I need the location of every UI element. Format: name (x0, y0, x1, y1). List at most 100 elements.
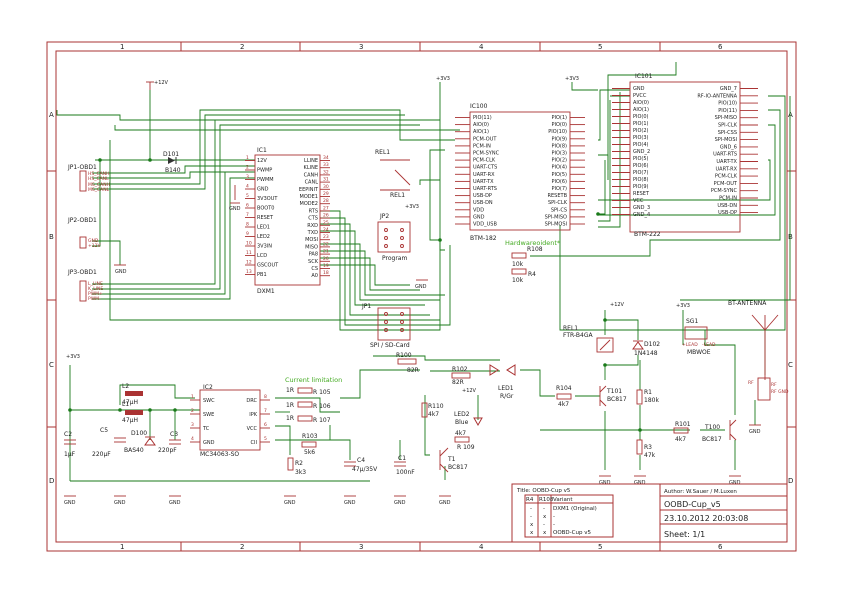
ic1-value: DXM1 (257, 288, 275, 295)
ic2-pin-label: GND (203, 440, 215, 446)
svg-text:REL1: REL1 (563, 325, 578, 332)
ic1-pin-number: 29 (323, 191, 329, 197)
svg-text:Program: Program (382, 255, 407, 262)
drawing-frame: 1 2 3 4 5 6 1 2 3 4 5 6 A B C D A B C D (46, 41, 797, 552)
d101-diode: D101 B140 (163, 151, 181, 174)
l2-inductor: L2 47µH (122, 383, 143, 406)
svg-text:1R: 1R (286, 402, 294, 409)
svg-text:-: - (543, 506, 545, 512)
ic101-ref: IC101 (635, 73, 653, 80)
svg-text:1N4148: 1N4148 (634, 350, 658, 357)
plus3v3-supply: +3V3 (405, 204, 419, 210)
ic101-pin-label: PIO(11) (718, 108, 737, 114)
ic1-pin-label: TXD (307, 230, 318, 236)
bt-antenna: BT-ANTENNA RF RF RF GND (728, 300, 789, 401)
svg-text:220pF: 220pF (158, 447, 177, 454)
svg-text:4k7: 4k7 (675, 436, 686, 443)
ic1-pin-label: CTS (308, 216, 318, 222)
ic100-btm182: +3V3 IC100 BTM-182 PIO(11)AIO(0)AIO(1)PC… (436, 76, 585, 247)
ic101-pin-label: PIO(6) (633, 163, 649, 169)
c5-capacitor: C5 220µF (92, 427, 126, 458)
gnd-symbol: GND (439, 495, 451, 506)
plus12v-supply: +12V (462, 388, 477, 394)
svg-text:T100: T100 (704, 424, 720, 431)
svg-text:R101: R101 (675, 421, 691, 428)
svg-text:GND: GND (169, 500, 181, 506)
svg-text:R 105: R 105 (313, 389, 331, 396)
title-text: Title: OOBD-Cup v5 (516, 488, 571, 494)
ic1-pin-number: 13 (246, 269, 252, 275)
ic100-pin-label: PCM-CLK (473, 158, 496, 164)
t101-transistor: T101 BC817 (599, 385, 627, 407)
ic1-pin-number: 30 (323, 184, 329, 190)
svg-text:R1: R1 (644, 389, 652, 396)
r100-resistor: R100 82R (396, 352, 419, 374)
ic1-pin-number: 28 (323, 198, 329, 204)
ic1-pin-label: LLINE (304, 158, 318, 164)
ic101-pin-label: RESET (633, 191, 650, 197)
jp3-obd-connector: JP3-OBD1 L_LINE K_LINE PWM+ PWM- (67, 269, 103, 302)
ic100-pin-label: PIO(9) (551, 136, 567, 142)
t100-transistor: T100 BC817 (702, 419, 737, 443)
gnd-symbol: GND (64, 495, 76, 506)
ic100-pin-label: UART-TX (473, 179, 494, 185)
sg1-buzzer: SG1 +LEAD -LEAD MBWOE (682, 318, 716, 356)
ic100-pin-label: PCM-IN (473, 143, 491, 149)
t1-transistor: T1 BC817 (439, 447, 468, 473)
svg-text:+3V3: +3V3 (676, 303, 690, 309)
ic1-pin-number: 10 (246, 241, 252, 247)
column-label: 4 (479, 43, 484, 51)
ic2-pin-number: 5 (264, 436, 267, 442)
ic1-pin-label: LED2 (257, 234, 270, 240)
ic101-pin-label: GND_3 (633, 205, 650, 211)
ic100-pin-label: GND (473, 214, 485, 220)
ic2-pin-number: 2 (191, 408, 194, 414)
ic1-pin-label: MISO (305, 244, 318, 250)
column-label: 6 (718, 543, 723, 551)
junction-dot (173, 408, 177, 412)
svg-text:D102: D102 (644, 341, 660, 348)
ic101-pin-label: UART-RX (716, 166, 738, 172)
ic101-pin-label: PCM-SYNC (711, 188, 738, 194)
ic1-pin-number: 20 (323, 256, 329, 262)
jp1-obd-connector: JP1-OBD1 HS_CANH HS_CANL MS_CANH MS_CANL (67, 164, 110, 193)
d102-diode: D102 1N4148 (632, 340, 660, 357)
svg-text:4k7: 4k7 (428, 411, 439, 418)
ic2-pin-number: 6 (264, 422, 267, 428)
ic1-pin-number: 3 (246, 174, 249, 180)
plus3v3-supply: +3V3 (565, 76, 579, 82)
ic101-pin-label: GND_6 (720, 144, 737, 150)
svg-text:R4: R4 (526, 497, 534, 503)
svg-text:-: - (553, 514, 555, 520)
ic2-pin-label: CII (251, 440, 257, 446)
svg-text:82R: 82R (407, 367, 419, 374)
d100-diode: D100 BAS40 (124, 430, 156, 454)
svg-text:x: x (543, 530, 547, 536)
svg-text:JP2: JP2 (379, 213, 389, 220)
svg-text:GND: GND (114, 500, 126, 506)
svg-text:4k7: 4k7 (558, 401, 569, 408)
svg-text:RF: RF (748, 380, 754, 386)
ic1-pin-label: A0 (311, 273, 318, 279)
svg-text:GND: GND (115, 269, 127, 275)
gnd-symbol: GND (599, 475, 611, 486)
svg-text:R102: R102 (452, 366, 468, 373)
ic1-pin-number: 2 (246, 165, 249, 171)
svg-text:L2: L2 (122, 383, 129, 390)
row-label: D (49, 477, 54, 485)
svg-text:GND: GND (749, 429, 761, 435)
ic101-pin-label: SPI-MOSI (715, 137, 737, 143)
gnd-symbol: GND (634, 475, 646, 486)
svg-text:D101: D101 (163, 151, 179, 158)
ic101-pin-label: PIO(3) (633, 135, 649, 141)
svg-text:-LEAD: -LEAD (702, 342, 716, 348)
r109-resistor: 4k7 R 109 (454, 430, 475, 451)
ic101-pin-label: PVCC (633, 93, 647, 99)
ic100-pin-label: PIO(7) (551, 186, 567, 192)
svg-text:SPI / SD-Card: SPI / SD-Card (370, 342, 410, 349)
svg-text:x: x (543, 514, 547, 520)
svg-text:R103: R103 (302, 433, 318, 440)
ic100-pin-label: UART-RTS (473, 186, 497, 192)
svg-text:R3: R3 (644, 444, 652, 451)
